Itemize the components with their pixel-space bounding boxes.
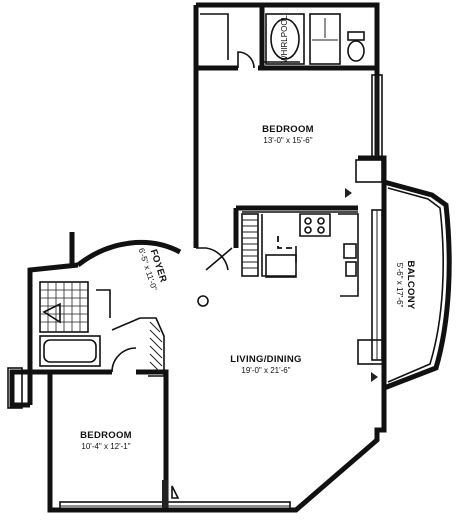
burner-icon [317,226,325,234]
whirlpool-label: WHIRLPOOL [280,14,289,63]
column-upper [355,159,383,183]
burner-icon [304,226,312,234]
sink-icon [345,261,357,277]
whirlpool-basin [270,18,300,60]
living-dining-name: LIVING/DINING [230,354,301,365]
bathtub-basin [43,339,97,363]
arrow-marker-upper [345,188,352,198]
dishwasher [265,254,297,278]
toilet-tank [347,31,365,41]
window-left [7,367,23,409]
burner-icon [317,217,325,225]
bedroom-1-name: BEDROOM [262,124,314,135]
entry-door-swing [196,247,229,271]
living-dining-dims: 19'-0" x 21'-6" [241,366,290,375]
balcony-dims: 5'-6" x 17'-6" [395,263,404,308]
bedroom2-door-swing [111,347,137,373]
kitchen [233,205,359,297]
closet-upper [200,13,229,60]
burner-icon [304,217,312,225]
bedroom-1-dims: 13'-0" x 15'-6" [263,136,312,145]
toilet-icon [347,40,365,62]
whirlpool-tub [265,13,305,65]
column-lower [357,339,385,365]
bathtub [39,335,101,367]
pantry-cabinet [241,213,259,277]
bedroom-2-name: BEDROOM [80,430,132,441]
bath-door-swing [237,51,255,69]
second-bathroom [39,281,111,367]
column-bottom [162,480,168,508]
bedroom-2-dims: 10'-4" x 12'-1" [81,442,130,451]
room-labels: BEDROOM 13'-0" x 15'-6" FOYER 6'-5" x 11… [80,124,416,451]
balcony [345,159,452,391]
exterior-walls [9,2,387,513]
balcony-name: BALCONY [405,260,416,309]
foyer [111,247,233,377]
sink-icon [343,243,357,259]
counter-right [338,213,359,297]
column-round [197,295,209,307]
tile-grid [40,282,88,332]
closet-hatch [149,321,163,373]
cooktop [299,213,331,237]
windows-right [371,74,383,361]
foyer-closet [140,317,165,377]
shower-stall [309,13,341,65]
master-bathroom: WHIRLPOOL [196,5,377,71]
vanity-sink [42,302,61,324]
windows-bottom [59,480,291,511]
arrow-marker-lower [371,372,378,382]
kitchen-dashed-line [277,236,296,249]
pantry-hatch [242,219,258,269]
